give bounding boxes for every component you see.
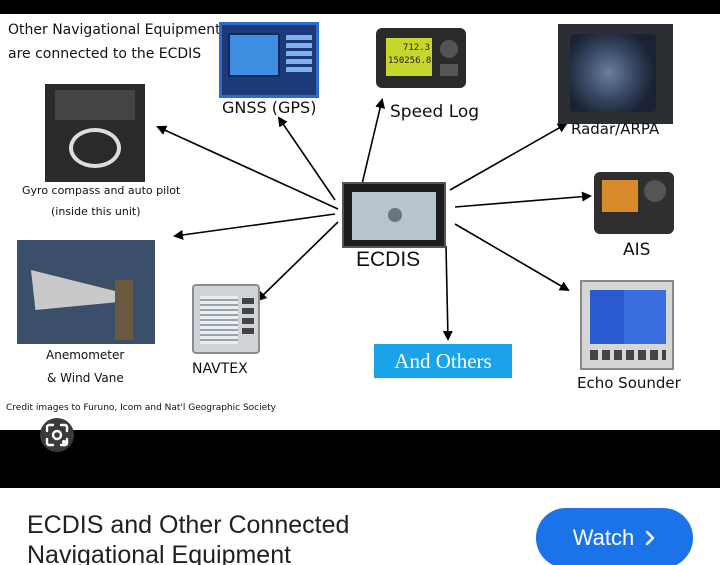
top-bar (0, 0, 720, 14)
ais-device-image (594, 172, 674, 234)
navtex-device-image (192, 284, 260, 354)
ais-label: AIS (623, 240, 651, 260)
connection-arrows (156, 98, 592, 341)
video-letterbox-bottom (0, 430, 720, 488)
speed-log-device-image: 712.3 150256.8 (376, 28, 466, 88)
arrow-to-echo-sounder (454, 223, 570, 292)
video-result-footer: ECDIS and Other Connected Navigational E… (0, 488, 720, 565)
speed-log-label: Speed Log (390, 102, 480, 122)
diagram-heading-line1: Other Navigational Equipment (8, 22, 221, 38)
ecdis-device-image (342, 182, 446, 248)
speed-log-screen-line1: 712.3 (402, 43, 430, 53)
image-credit: Credit images to Furuno, Icom and Nat'l … (6, 403, 277, 413)
arrow-to-speed-log (361, 98, 386, 185)
echo-sounder-label: Echo Sounder (577, 374, 681, 392)
diagram-heading-line2: are connected to the ECDIS (8, 46, 202, 62)
gyro-compass-device-image (45, 84, 145, 182)
gnss-label: GNSS (GPS) (222, 98, 317, 117)
chevron-right-icon (646, 530, 655, 546)
arrow-to-and-others (442, 245, 453, 341)
gyro-label-line1: Gyro compass and auto pilot (22, 184, 181, 197)
navtex-label: NAVTEX (192, 361, 248, 377)
arrow-to-radar (449, 123, 568, 191)
watch-button[interactable]: Watch (536, 508, 693, 565)
radar-label: Radar/ARPA (571, 120, 660, 138)
arrow-to-gyro-unit (173, 213, 336, 240)
watch-button-label: Watch (572, 525, 635, 550)
anemometer-label-line2: & Wind Vane (47, 371, 124, 385)
and-others-box: And Others (374, 344, 512, 378)
lens-icon (45, 423, 69, 447)
arrow-to-gnss (277, 116, 336, 201)
video-title[interactable]: ECDIS and Other Connected Navigational E… (27, 511, 350, 565)
radar-device-image (558, 24, 673, 124)
gyro-label-line2: (inside this unit) (51, 205, 141, 218)
speed-log-screen-line2: 150256.8 (388, 56, 432, 66)
arrow-to-navtex (256, 221, 339, 302)
arrow-to-ais (454, 191, 592, 208)
lens-search-button[interactable] (40, 418, 74, 452)
anemometer-label-line1: Anemometer (46, 348, 125, 362)
echo-sounder-device-image (580, 280, 674, 370)
gnss-device-image (219, 22, 319, 98)
ecdis-label: ECDIS (356, 248, 421, 271)
arrow-to-gyro (156, 125, 339, 210)
anemometer-image (17, 240, 155, 344)
video-thumbnail[interactable]: Other Navigational Equipment are connect… (0, 14, 720, 430)
